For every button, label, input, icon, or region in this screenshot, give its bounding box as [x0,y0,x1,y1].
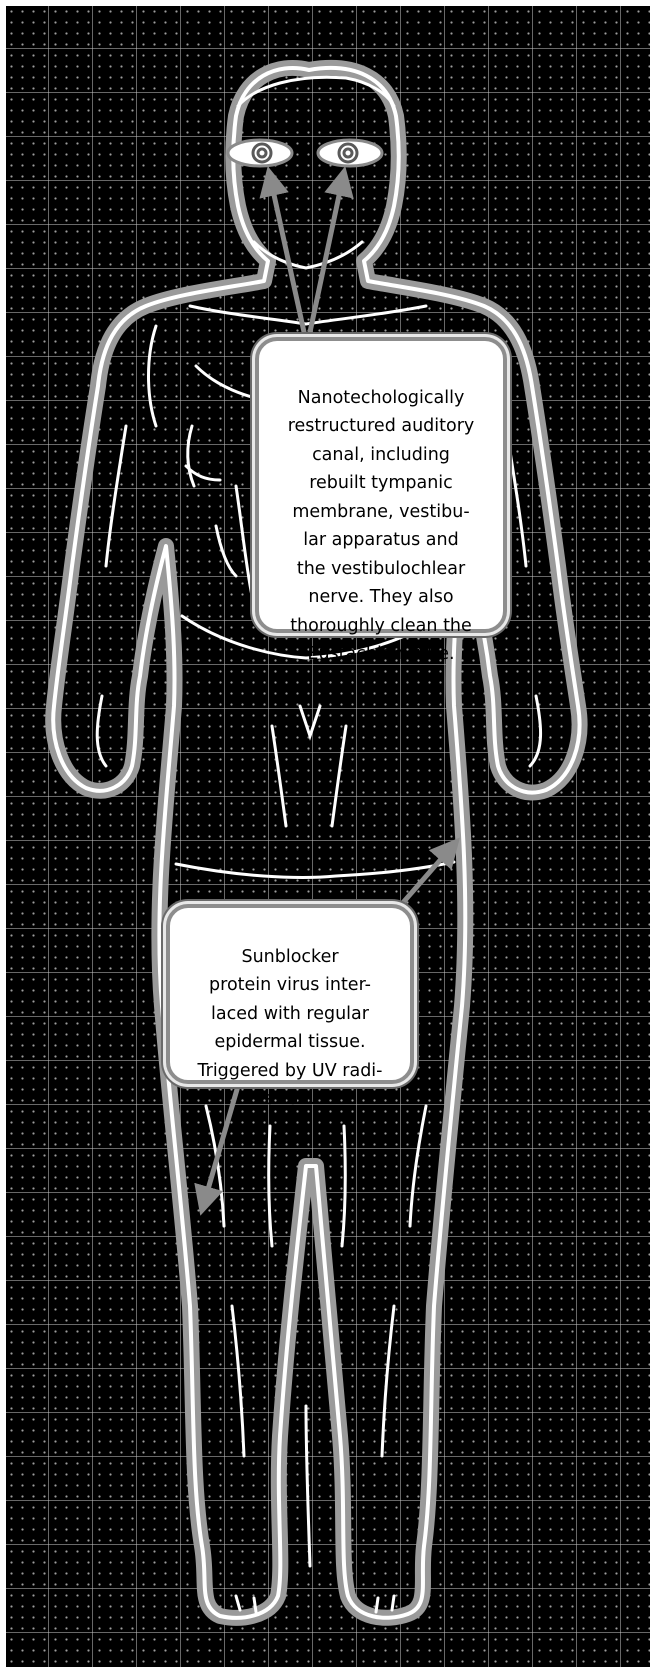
human-figure-outline [6,6,650,1667]
callout-sunblocker-text: Sunblocker protein virus inter- laced wi… [198,947,383,1110]
callout-sunblocker: Sunblocker protein virus inter- laced wi… [166,904,414,1084]
callout-auditory-canal-text: Nanotechologically restructured auditory… [288,388,475,665]
grid-panel: Nanotechologically restructured auditory… [6,6,650,1667]
ear-device-left [228,140,292,166]
arrow-to-right-ear [310,172,344,332]
callout-auditory-canal: Nanotechologically restructured auditory… [255,337,507,633]
arrow-to-left-ear [269,172,304,332]
arrow-to-hip [400,842,456,906]
ear-device-right [318,140,382,166]
